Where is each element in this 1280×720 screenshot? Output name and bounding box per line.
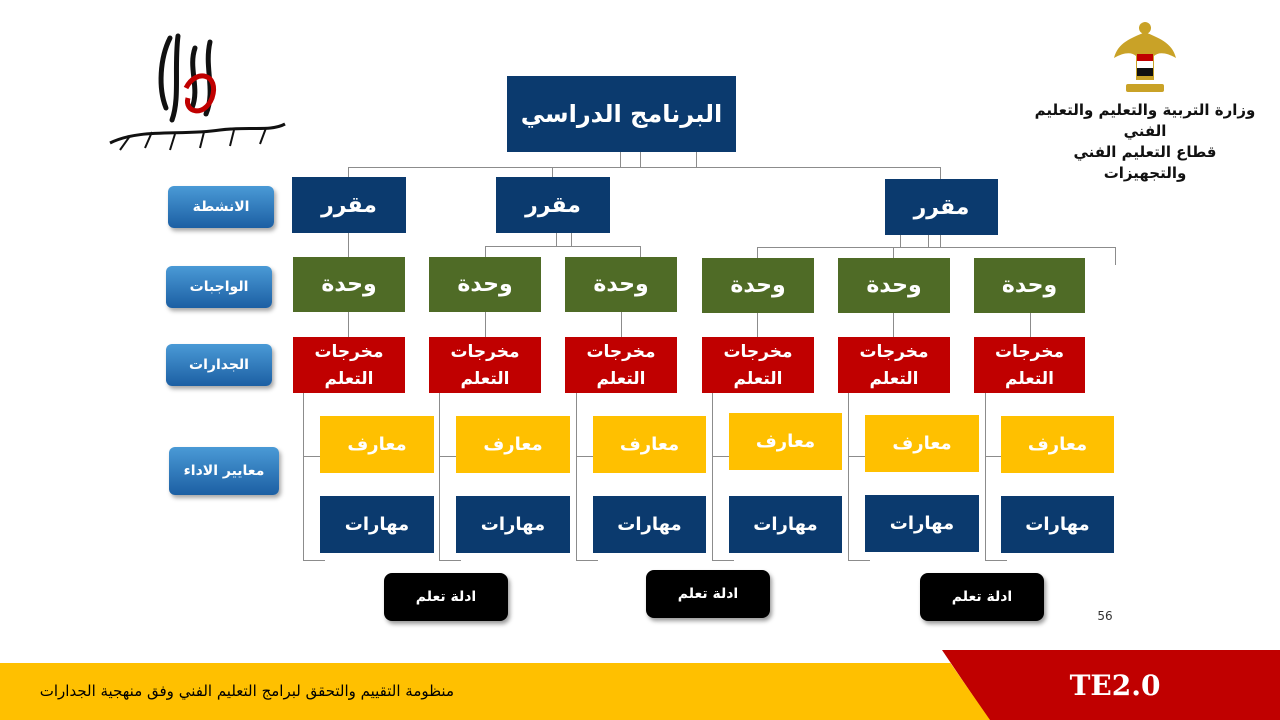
learning-evidence-box: ادلة تعلم (646, 570, 770, 618)
skills-box: مهارات (729, 496, 842, 553)
knowledge-box: معارف (456, 416, 570, 473)
egypt-eagle-emblem (1114, 22, 1176, 92)
skills-box: مهارات (1001, 496, 1114, 553)
skills-box: مهارات (865, 495, 979, 552)
performance-criteria-label: معايير الاداء (169, 447, 279, 495)
assignments-label: الواجبات (166, 266, 272, 308)
course-box: مقرر (292, 177, 406, 233)
unit-box: وحدة (974, 258, 1085, 313)
learning-outcomes-box: مخرجات التعلم (293, 337, 405, 393)
study-program-box: البرنامج الدراسي (507, 76, 736, 152)
knowledge-box: معارف (320, 416, 434, 473)
skills-box: مهارات (320, 496, 434, 553)
knowledge-box: معارف (865, 415, 979, 472)
learning-outcomes-box: مخرجات التعلم (838, 337, 950, 393)
footer-yellow-band (0, 663, 990, 720)
unit-box: وحدة (838, 258, 950, 313)
academy-logo (109, 33, 286, 151)
skills-box: مهارات (593, 496, 706, 553)
ministry-name: وزارة التربية والتعليم والتعليم الفني قط… (1030, 100, 1260, 182)
unit-box: وحدة (429, 257, 541, 312)
skills-box: مهارات (456, 496, 570, 553)
learning-outcomes-box: مخرجات التعلم (702, 337, 814, 393)
unit-box: وحدة (293, 257, 405, 312)
knowledge-box: معارف (729, 413, 842, 470)
learning-evidence-box: ادلة تعلم (384, 573, 508, 621)
page-number: 56 (1097, 609, 1113, 623)
activities-label: الانشطة (168, 186, 274, 228)
knowledge-box: معارف (593, 416, 706, 473)
unit-box: وحدة (565, 257, 677, 312)
learning-outcomes-box: مخرجات التعلم (429, 337, 541, 393)
ministry-line2: قطاع التعليم الفني والتجهيزات (1073, 143, 1217, 182)
knowledge-box: معارف (1001, 416, 1114, 473)
learning-outcomes-box: مخرجات التعلم (565, 337, 677, 393)
projects-label: الجدارات (166, 344, 272, 386)
course-box: مقرر (885, 179, 998, 235)
learning-evidence-box: ادلة تعلم (920, 573, 1044, 621)
footer-red-band (942, 650, 1280, 720)
footer-title: منظومة التقييم والتحقق لبرامج التعليم ال… (39, 682, 454, 700)
ministry-line1: وزارة التربية والتعليم والتعليم الفني (1034, 101, 1256, 140)
unit-box: وحدة (702, 258, 814, 313)
footer-code: TE2.0 (1069, 668, 1161, 702)
learning-outcomes-box: مخرجات التعلم (974, 337, 1085, 393)
course-box: مقرر (496, 177, 610, 233)
